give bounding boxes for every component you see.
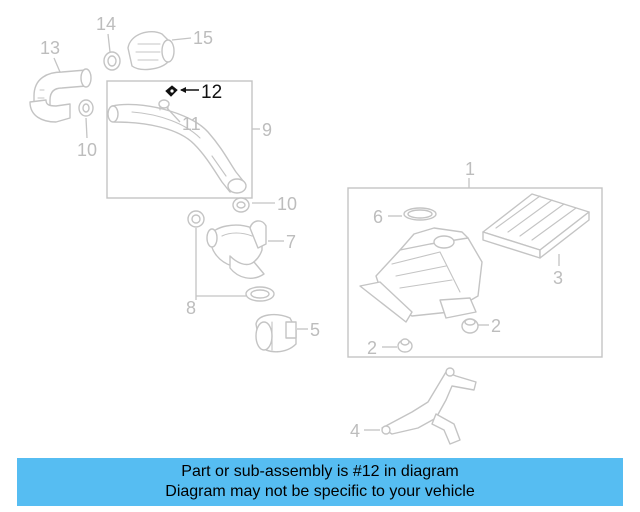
- callout-7: 7: [286, 232, 296, 252]
- info-banner: Part or sub-assembly is #12 in diagram D…: [17, 458, 623, 506]
- callout-2-left: 2: [367, 338, 377, 358]
- assembly-box-1: [347, 187, 603, 358]
- duct-part-9: [107, 103, 247, 194]
- callout-2-right: 2: [491, 316, 501, 336]
- clamp-part-10-left: [78, 99, 94, 117]
- callout-14: 14: [96, 14, 116, 34]
- banner-line-1: Part or sub-assembly is #12 in diagram: [181, 463, 459, 480]
- highlighted-part-12: [165, 85, 178, 97]
- callout-4: 4: [350, 421, 360, 441]
- filter-element-part-3: [482, 193, 590, 259]
- callout-1: 1: [465, 159, 475, 179]
- callout-11: 11: [182, 114, 201, 134]
- callout-5: 5: [310, 320, 320, 340]
- banner-line-2: Diagram may not be specific to your vehi…: [165, 483, 475, 500]
- callout-12: 12: [201, 82, 222, 103]
- clamp-part-10-right: [232, 197, 250, 213]
- gasket-part-6: [403, 207, 437, 221]
- callout-10-left: 10: [77, 140, 97, 160]
- grommet-part-2-left: [397, 338, 413, 353]
- callout-10-right: 10: [277, 194, 297, 214]
- clamp-part-14: [103, 51, 121, 71]
- parts-diagram: 13 14 15 10 9 12 11: [29, 14, 603, 445]
- grommet-part-2-right: [461, 318, 479, 334]
- bracket-part-4: [381, 367, 477, 445]
- airflow-housing-part-5: [255, 313, 297, 353]
- fitting-part-11: [158, 99, 170, 111]
- sensor-housing-part-15: [127, 30, 175, 71]
- assembly-box-9: [106, 80, 253, 199]
- callout-6: 6: [373, 207, 383, 227]
- callout-8: 8: [186, 298, 196, 318]
- clamp-part-8-upper: [187, 210, 205, 228]
- hose-part-7: [206, 220, 267, 279]
- callout-15: 15: [193, 28, 213, 48]
- air-cleaner-housing: [359, 227, 483, 323]
- callout-9: 9: [262, 120, 272, 140]
- intake-hose-part-13: [29, 68, 92, 123]
- clamp-part-8-lower: [245, 286, 275, 302]
- callout-13: 13: [40, 38, 60, 58]
- callout-3: 3: [553, 268, 563, 288]
